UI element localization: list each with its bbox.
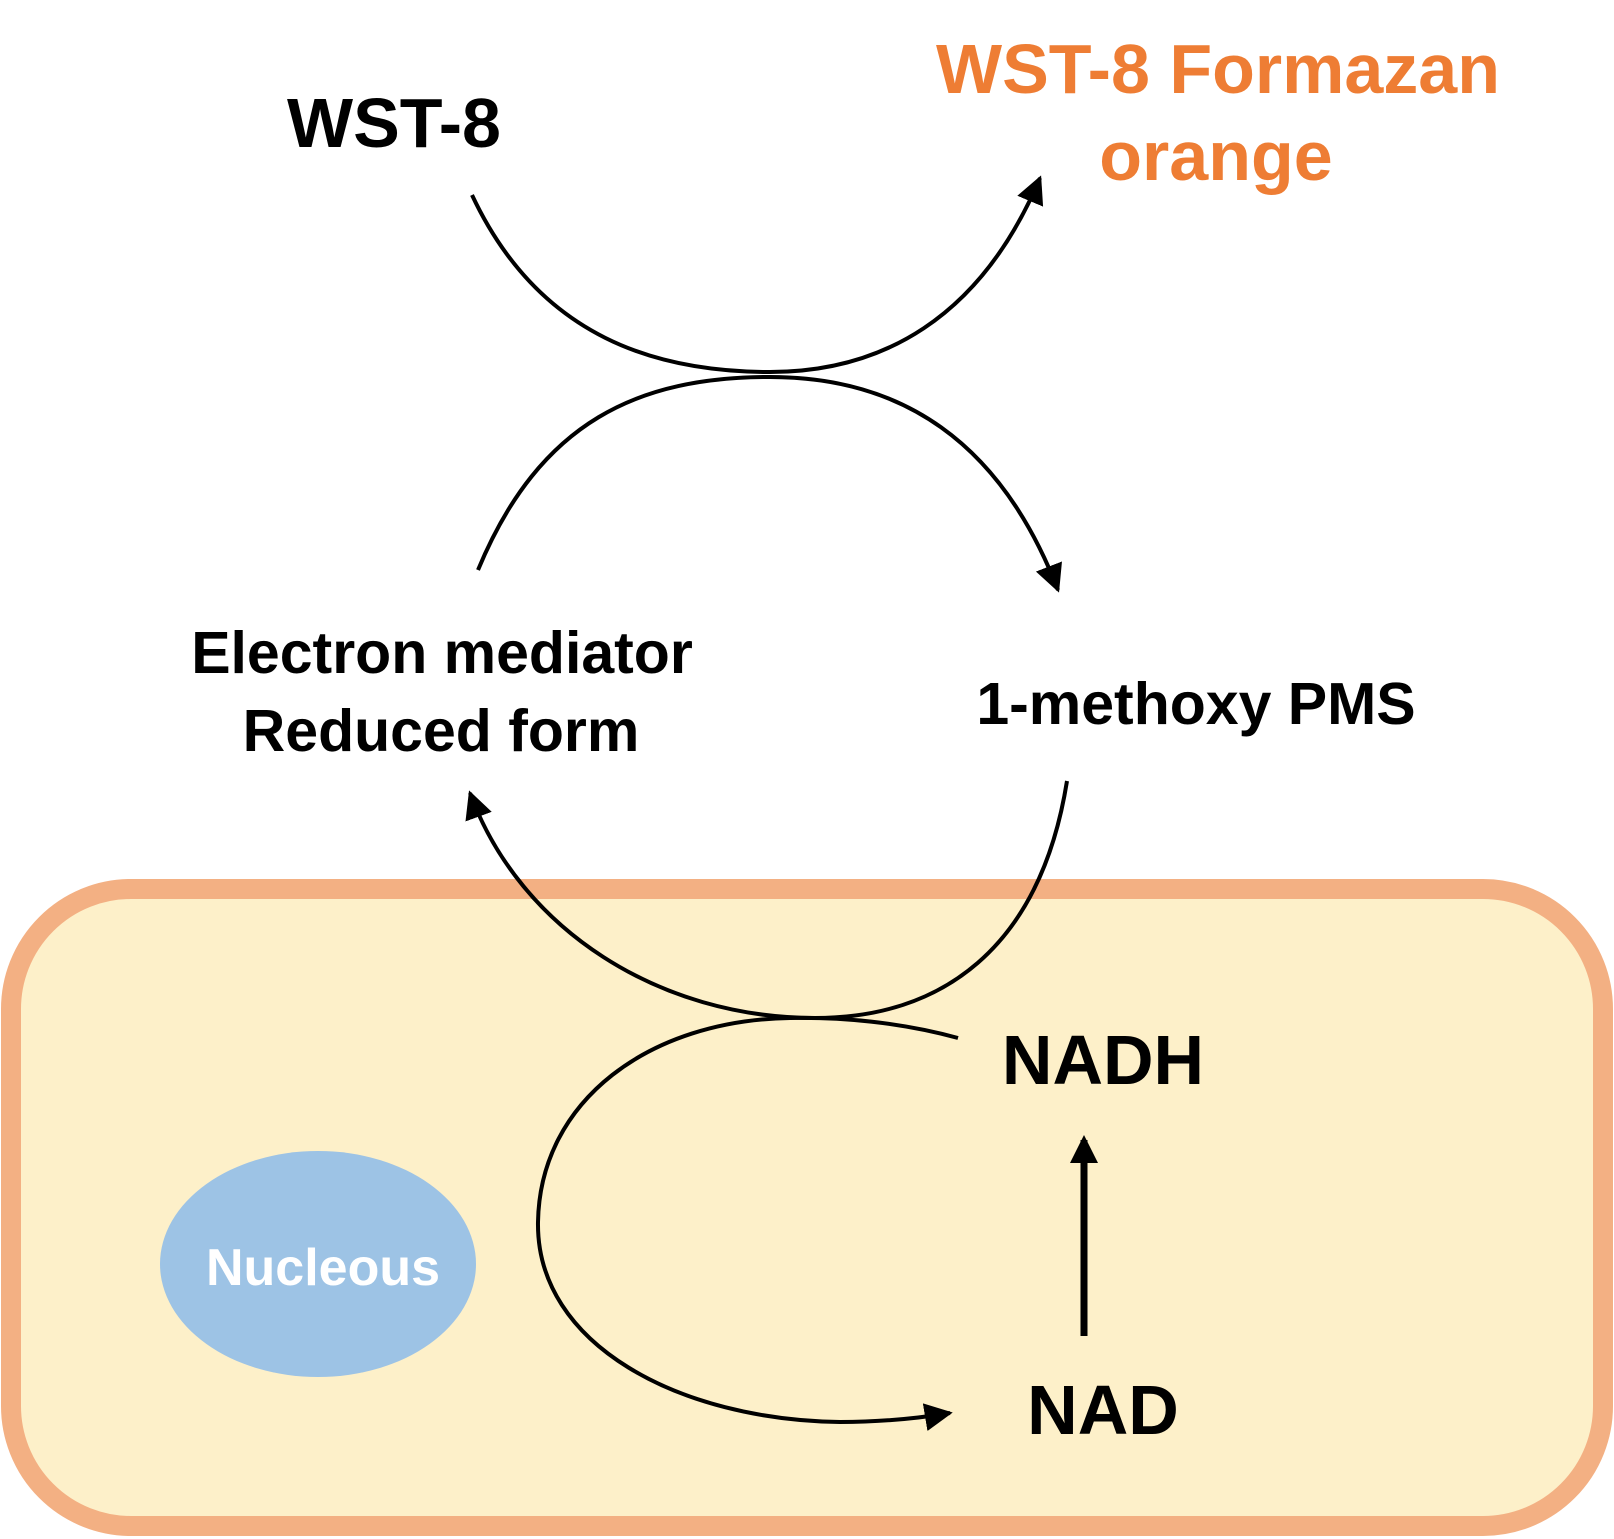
mediator-label-line2: Reduced form: [243, 698, 640, 764]
arrow-nadh-to-nad: [535, 1015, 959, 1431]
arrow-mediator-to-pms: [476, 374, 1062, 593]
nucleus-label: Nucleous: [206, 1239, 440, 1297]
cell-body: [1, 879, 1613, 1536]
formazan-label-line2: orange: [1099, 117, 1332, 195]
wst8-label: WST-8: [287, 84, 501, 162]
arrowhead-icon: [1070, 1135, 1098, 1163]
formazan-label-line1: WST-8 Formazan: [936, 30, 1500, 108]
pms-label: 1-methoxy PMS: [976, 671, 1415, 737]
nucleus: [160, 1151, 476, 1377]
mediator-label-line1: Electron mediator: [191, 620, 693, 686]
nad-label: NAD: [1027, 1371, 1179, 1449]
nadh-label: NADH: [1002, 1021, 1204, 1099]
arrow-wst8-to-formazan: [470, 175, 1044, 375]
